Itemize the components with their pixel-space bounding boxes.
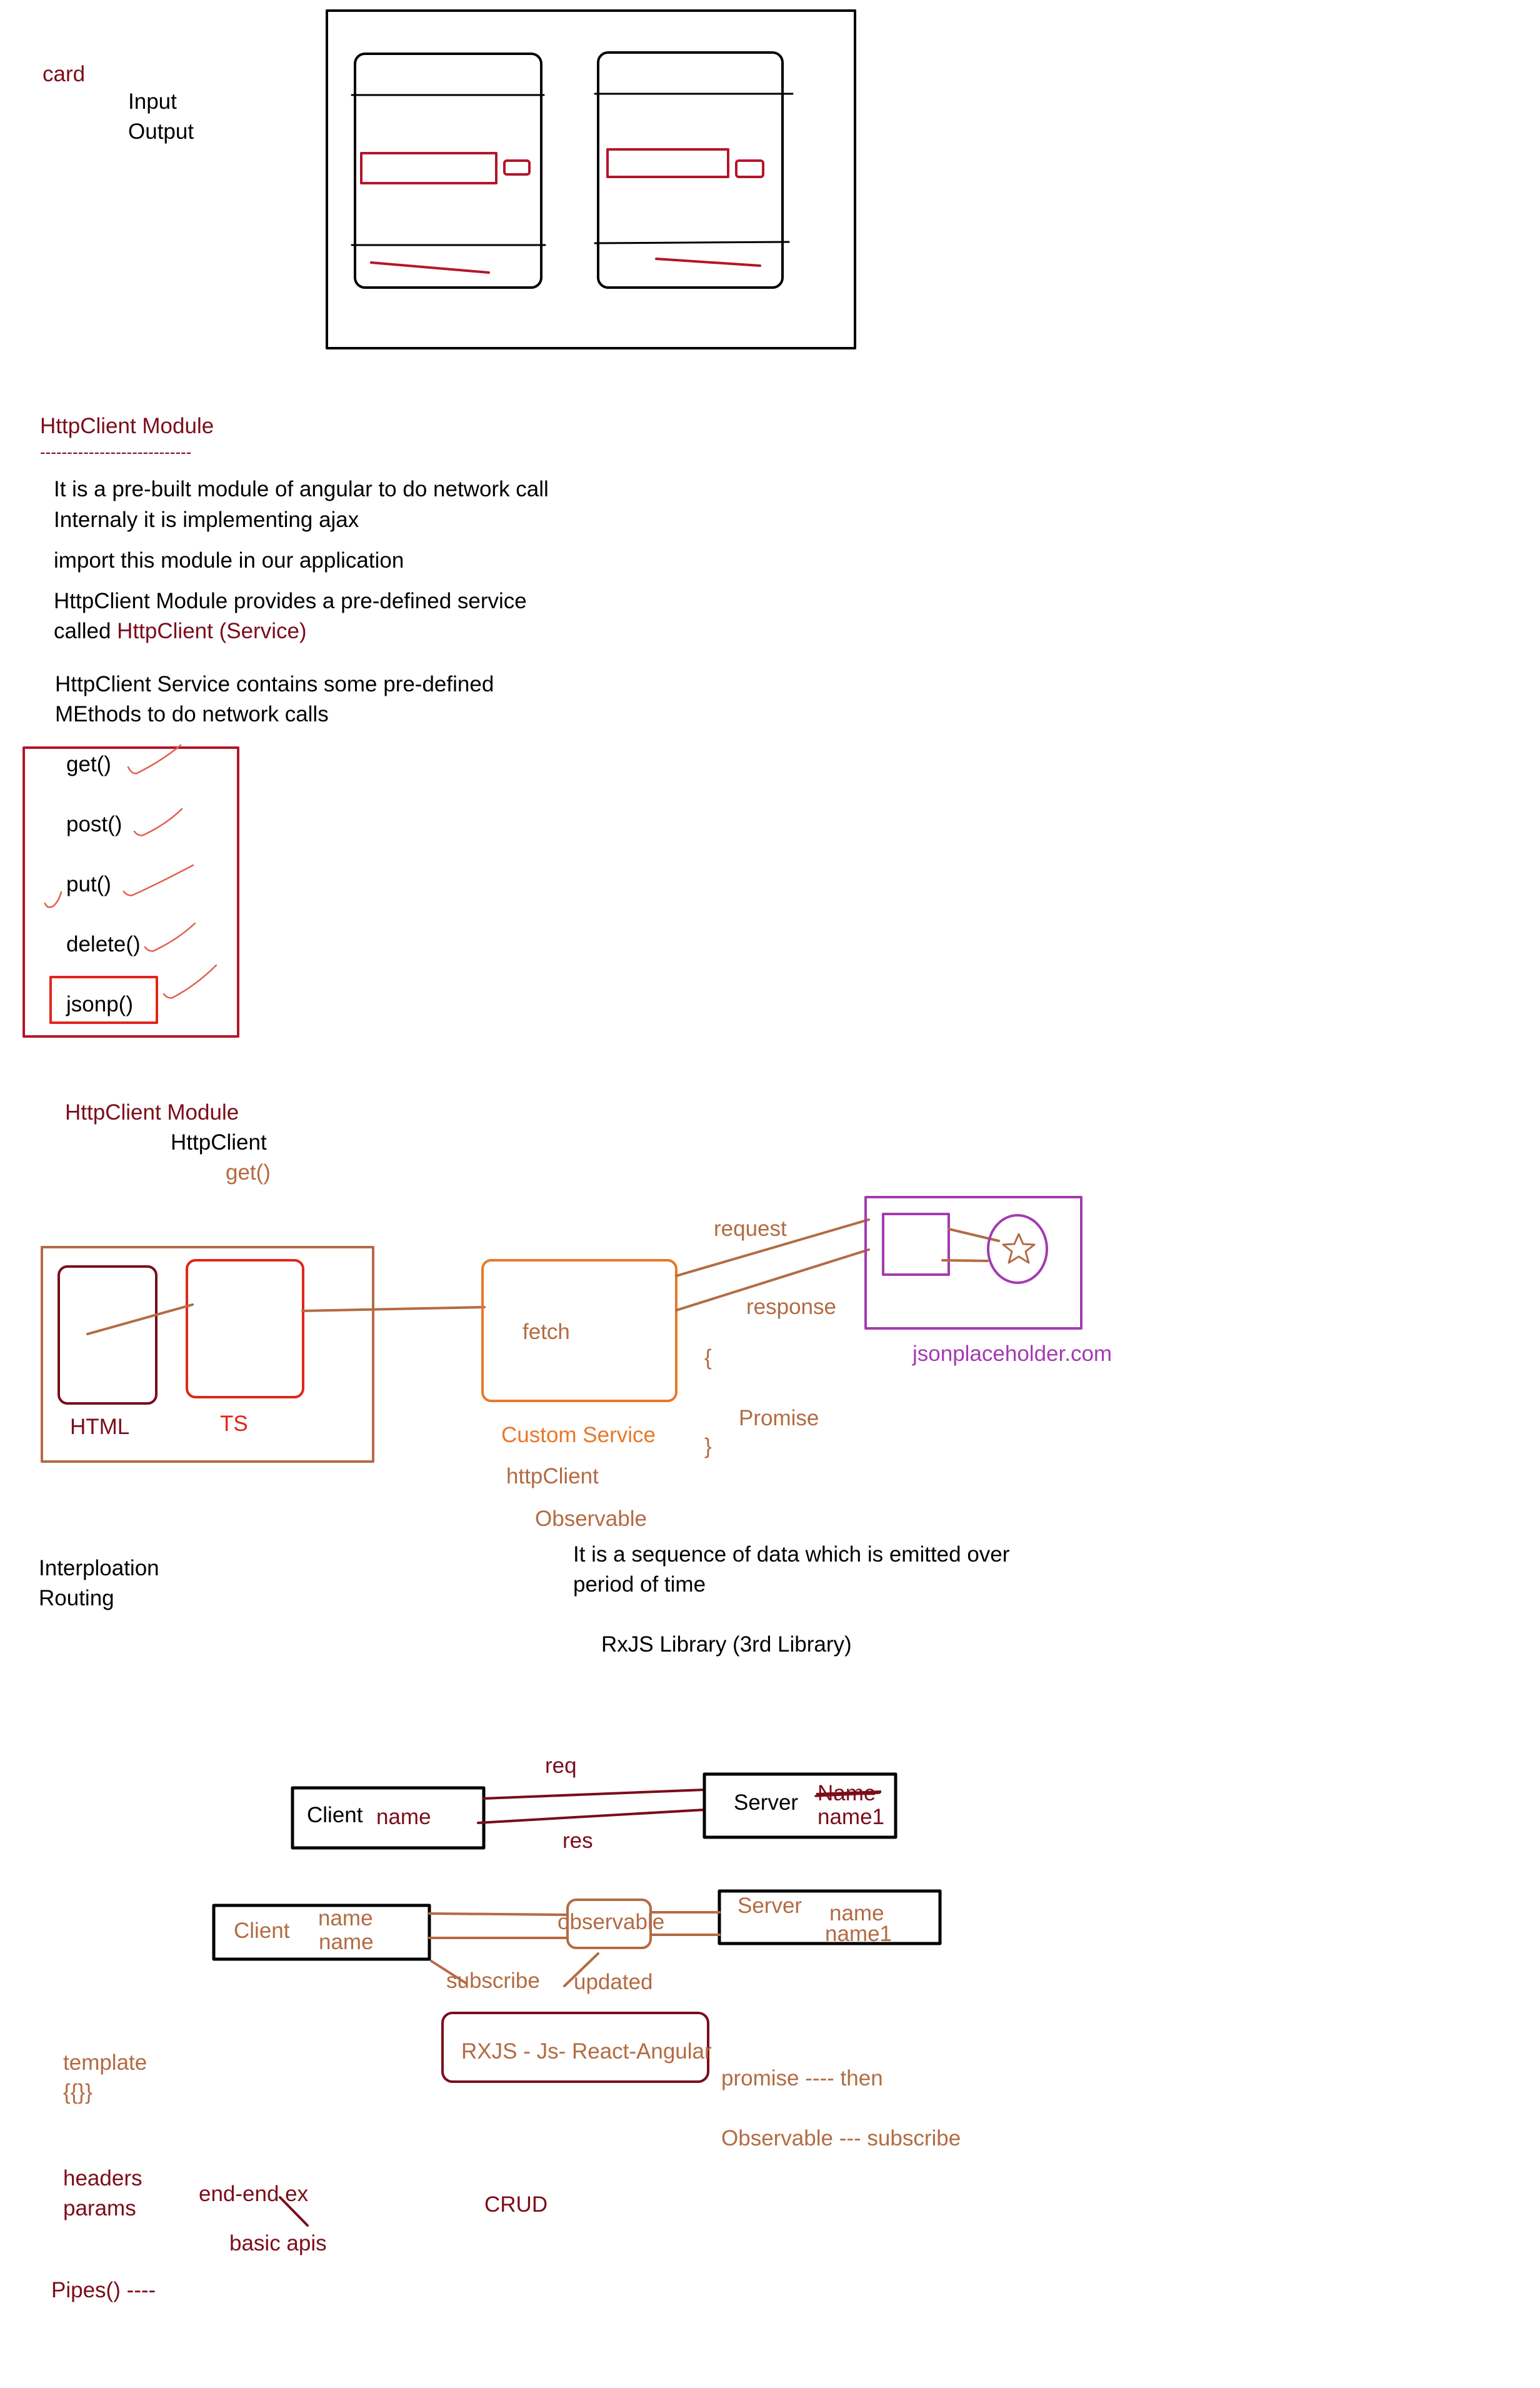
promise-label: Promise (739, 1406, 819, 1430)
methods-box (22, 746, 239, 1038)
interpolation-label: Interploation (39, 1556, 159, 1580)
card-right (597, 51, 784, 289)
observable-box (566, 1899, 652, 1949)
ts-label: TS (220, 1412, 248, 1436)
label-output: Output (128, 119, 194, 144)
card-container-box (326, 9, 856, 349)
card-right-input (606, 148, 729, 178)
desc-line-5: called HttpClient (Service) (54, 619, 307, 644)
title-divider: ---------------------------- (40, 443, 192, 461)
custom-service-label: Custom Service (501, 1423, 656, 1447)
client2-name-b: name (319, 1930, 374, 1954)
html-box (58, 1265, 158, 1405)
desc-line-1: It is a pre-built module of angular to d… (54, 477, 549, 501)
client-name: name (376, 1805, 431, 1829)
server2-label: Server (738, 1894, 802, 1918)
httpclient-module-title: HttpClient Module (40, 414, 214, 438)
httpclient-lower-label: httpClient (506, 1464, 599, 1488)
template-label: template (63, 2050, 148, 2075)
method-jsonp: jsonp() (66, 992, 133, 1016)
basic-apis-label: basic apis (229, 2231, 327, 2255)
card-left (354, 53, 542, 289)
end-end-label: end-end ex (199, 2182, 309, 2206)
braces-label: {{}} (63, 2080, 92, 2104)
crud-label: CRUD (484, 2192, 548, 2217)
pipes-label: Pipes() ---- (51, 2278, 156, 2302)
response-label: response (746, 1295, 836, 1319)
res-label: res (562, 1829, 593, 1853)
label-input: Input (128, 89, 177, 114)
called-prefix: called (54, 619, 118, 643)
updated-label: updated (574, 1970, 653, 1994)
server-box (864, 1196, 1082, 1330)
observable-definition-2: period of time (573, 1572, 706, 1597)
label-card: card (42, 62, 86, 86)
brace-open: { (704, 1345, 712, 1370)
client-box (291, 1786, 486, 1850)
observable-subscribe-label: Observable --- subscribe (721, 2126, 961, 2150)
server-box-2 (718, 1889, 942, 1945)
server2-name: name (829, 1901, 884, 1925)
observable-node-label: observable (558, 1910, 665, 1934)
routing-label: Routing (39, 1586, 114, 1610)
client2-name-a: name (318, 1906, 373, 1930)
observable-definition-1: It is a sequence of data which is emitte… (573, 1542, 1010, 1567)
desc-line-3: import this module in our application (54, 548, 404, 573)
client-label: Client (307, 1803, 363, 1827)
card-right-button (735, 159, 764, 178)
get-label: get() (226, 1160, 271, 1185)
called-service: HttpClient (Service) (117, 619, 307, 643)
method-put: put() (66, 872, 111, 896)
desc-line-7: MEthods to do network calls (55, 702, 329, 726)
httpclient-module-label: HttpClient Module (65, 1100, 239, 1125)
method-get: get() (66, 752, 111, 776)
observable-label: Observable (535, 1507, 647, 1531)
rxjs-label: RXJS - Js- React-Angular (461, 2039, 712, 2064)
request-label: request (714, 1217, 787, 1241)
component-box (41, 1246, 374, 1463)
promise-then-label: promise ---- then (721, 2066, 883, 2090)
client2-label: Client (234, 1919, 290, 1943)
httpclient-label: HttpClient (171, 1130, 267, 1155)
fetch-service-box (481, 1259, 678, 1402)
jsonp-box (49, 976, 158, 1024)
server-box-1 (702, 1772, 898, 1839)
card-left-input (360, 152, 498, 184)
desc-line-2: Internaly it is implementing ajax (54, 508, 359, 532)
database-circle (987, 1214, 1048, 1284)
server2-name1: name1 (825, 1922, 892, 1946)
rxjs-box (441, 2012, 709, 2083)
star-icon (1002, 1233, 1036, 1264)
method-delete: delete() (66, 932, 141, 956)
server-name1: name1 (818, 1805, 885, 1829)
headers-label: headers (63, 2166, 142, 2190)
server-label: Server (734, 1790, 799, 1815)
desc-line-4: HttpClient Module provides a pre-defined… (54, 589, 527, 613)
client-box-2 (212, 1904, 431, 1961)
subscribe-label: subscribe (446, 1969, 540, 1993)
brace-close: } (704, 1434, 712, 1458)
rxjs-library-label: RxJS Library (3rd Library) (601, 1632, 852, 1657)
req-label: req (545, 1753, 577, 1778)
method-post: post() (66, 812, 122, 836)
jsonplaceholder-label: jsonplaceholder.com (912, 1342, 1112, 1366)
ts-box (186, 1259, 304, 1398)
card-left-button (503, 159, 531, 176)
html-label: HTML (70, 1415, 130, 1439)
server-inner-box (882, 1213, 950, 1276)
fetch-label: fetch (522, 1320, 570, 1344)
params-label: params (63, 2196, 136, 2220)
desc-line-6: HttpClient Service contains some pre-def… (55, 672, 494, 696)
